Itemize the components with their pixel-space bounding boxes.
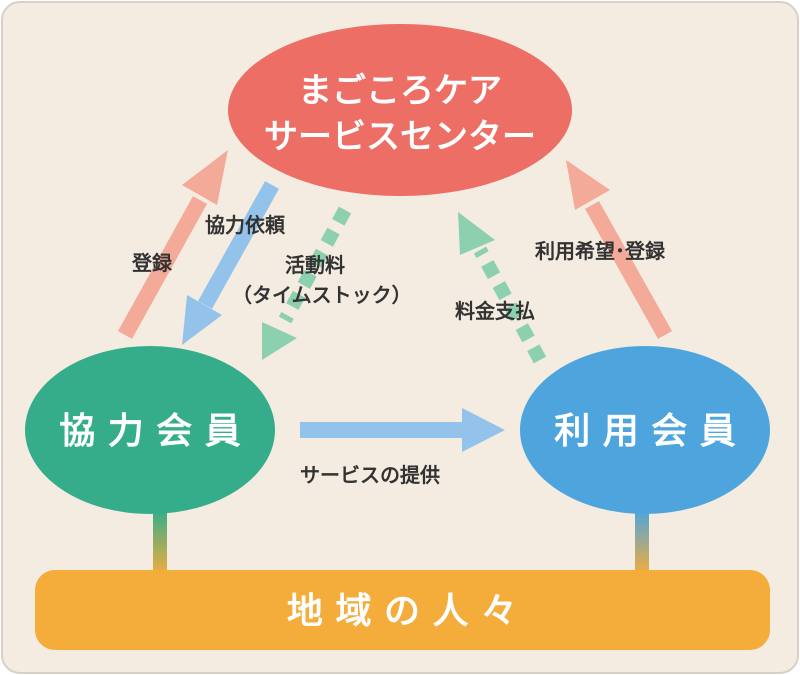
payment-arrow	[458, 212, 547, 364]
payment-label: 料金支払	[455, 299, 535, 323]
user-label: 利 用 会 員	[554, 411, 736, 452]
fee-label-line2: （タイムストック）	[232, 283, 412, 307]
center-title-line2: サービスセンター	[264, 117, 536, 157]
center-node	[228, 24, 572, 196]
left-connector	[153, 510, 167, 575]
fee-arrow	[262, 206, 352, 360]
use-register-arrow	[566, 160, 672, 339]
community-bar	[35, 570, 770, 650]
register-arrow	[118, 150, 228, 339]
user-node	[520, 346, 770, 514]
request-label: 協力依頼	[205, 213, 286, 237]
service-label: サービスの提供	[300, 463, 440, 487]
supporter-node	[25, 346, 275, 514]
use-register-label: 利用希望･登録	[535, 239, 666, 263]
supporter-label: 協 力 会 員	[59, 411, 241, 452]
request-arrow	[182, 181, 279, 345]
center-title-line1: まごころケア	[298, 71, 502, 111]
community-label: 地 域 の 人 々	[287, 591, 517, 632]
register-label: 登録	[131, 251, 173, 275]
right-connector	[635, 510, 649, 575]
service-arrow	[300, 408, 505, 452]
fee-label-line1: 活動料	[285, 253, 345, 277]
